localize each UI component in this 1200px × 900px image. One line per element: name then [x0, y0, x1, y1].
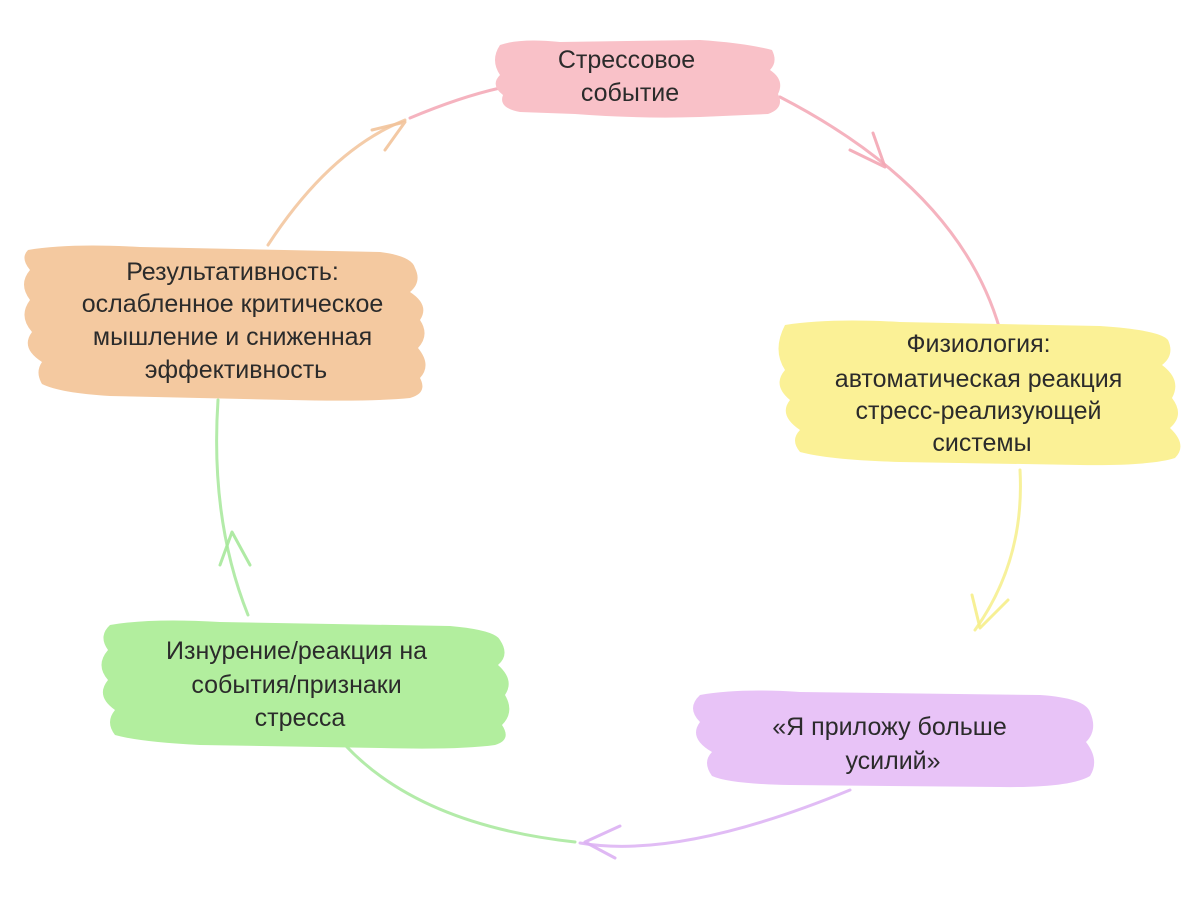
arrow-effort-to-exhaustion-tail [343, 743, 577, 844]
node-exhaustion-label: Изнурение/реакция на события/признаки ст… [166, 637, 434, 732]
cycle-arrows [215, 86, 1022, 860]
node-physiology-line-1: Физиология: [906, 330, 1050, 358]
node-more-effort-label: «Я приложу больше усилий» [772, 713, 1013, 775]
arrow-stress-to-physiology [778, 95, 1002, 332]
node-performance-label: Результативность: ослабленное критическо… [82, 258, 391, 384]
node-exhaustion-line-2: события/признаки [191, 671, 401, 699]
node-physiology-background [778, 320, 1181, 466]
arrowhead-stress-to-physiology [848, 131, 887, 169]
node-more-effort-line-2: усилий» [845, 747, 940, 775]
arrow-effort-to-exhaustion [578, 788, 852, 848]
arrow-exhaustion-to-performance [215, 398, 250, 617]
arrowhead-performance-to-stress [370, 120, 407, 152]
node-more-effort-background [693, 690, 1095, 788]
node-physiology-label: Физиология: автоматическая реакция стрес… [835, 330, 1129, 457]
arrowhead-effort-to-exhaustion [583, 824, 622, 860]
arrow-physiology-to-effort [973, 468, 1022, 632]
arrow-performance-to-stress-tail [408, 86, 502, 120]
node-more-effort-line-1: «Я приложу больше [772, 713, 1007, 741]
arrowhead-physiology-to-effort [970, 593, 1010, 630]
node-exhaustion-line-1: Изнурение/реакция на [166, 637, 427, 665]
node-physiology-line-4: системы [932, 429, 1031, 457]
node-performance-line-1: Результативность: [126, 258, 339, 286]
node-exhaustion: Изнурение/реакция на события/признаки ст… [101, 620, 510, 749]
node-exhaustion-line-3: стресса [255, 704, 346, 732]
node-exhaustion-background [101, 620, 510, 749]
node-stress-event-line-2: событие [581, 79, 679, 107]
node-physiology-line-2: автоматическая реакция [835, 365, 1122, 393]
arrow-performance-to-stress [266, 118, 407, 247]
node-performance-line-3: мышление и сниженная [93, 323, 372, 351]
node-stress-event-background [495, 40, 781, 118]
node-performance-background [24, 245, 426, 401]
node-performance-line-2: ослабленное критическое [82, 290, 384, 318]
arrowhead-exhaustion-to-performance [218, 530, 252, 567]
node-stress-event-label: Стрессовое событие [558, 46, 702, 107]
node-physiology: Физиология: автоматическая реакция стрес… [778, 320, 1181, 466]
node-stress-event-line-1: Стрессовое [558, 46, 695, 74]
node-stress-event: Стрессовое событие [495, 40, 781, 118]
node-more-effort: «Я приложу больше усилий» [693, 690, 1095, 788]
node-performance: Результативность: ослабленное критическо… [24, 245, 426, 401]
node-performance-line-4: эффективность [145, 356, 327, 384]
node-physiology-line-3: стресс-реализующей [856, 397, 1102, 425]
